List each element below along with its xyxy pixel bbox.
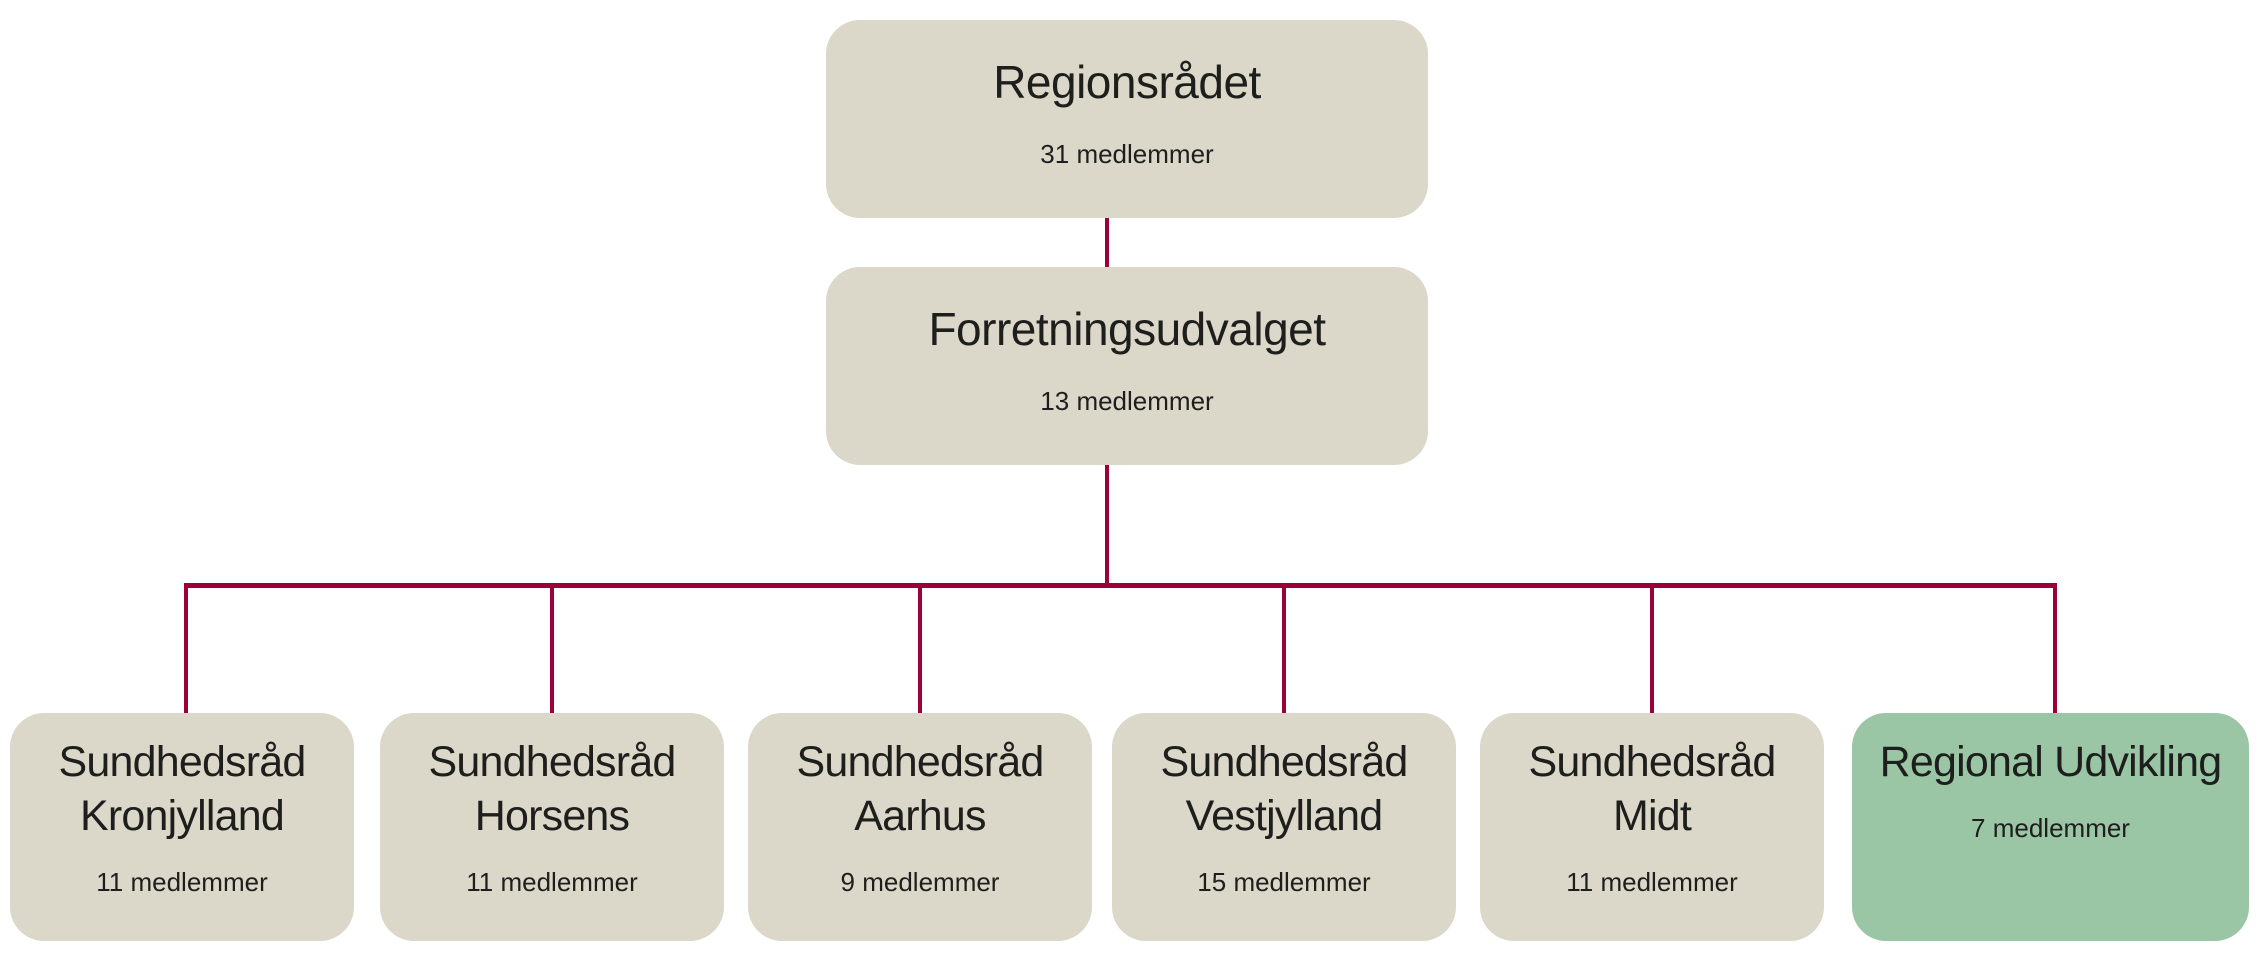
node-title-line: Sundhedsråd [1528, 738, 1776, 786]
node-title-line: Vestjylland [1185, 792, 1384, 841]
connector-drop-regional-udvikling [2053, 588, 2057, 713]
node-title-line: Sundhedsråd [58, 738, 306, 786]
org-node-regional-udvikling: Regional Udvikling 7 medlemmer [1852, 713, 2249, 941]
org-node-sundhedsraad-aarhus: Sundhedsråd Aarhus 9 medlemmer [748, 713, 1092, 941]
node-subtitle: 9 medlemmer [840, 867, 1000, 898]
node-title: Forretningsudvalget [928, 303, 1326, 355]
connector-drop-aarhus [918, 588, 922, 713]
node-subtitle: 13 medlemmer [1040, 385, 1214, 416]
connector-rail [184, 583, 2057, 588]
node-subtitle: 15 medlemmer [1197, 867, 1371, 898]
node-subtitle: 11 medlemmer [96, 867, 268, 898]
org-node-sundhedsraad-vestjylland: Sundhedsråd Vestjylland 15 medlemmer [1112, 713, 1456, 941]
connector-drop-vestjylland [1282, 588, 1286, 713]
node-subtitle: 31 medlemmer [1040, 138, 1214, 169]
connector-root-to-executive [1105, 218, 1109, 267]
node-title: Sundhedsråd Midt [1480, 735, 1824, 843]
node-title-line: Sundhedsråd [1160, 738, 1408, 786]
node-title-line: Kronjylland [80, 792, 285, 841]
connector-drop-midt [1650, 588, 1654, 713]
connector-drop-horsens [550, 588, 554, 713]
node-title-line: Regional Udvikling [1879, 738, 2223, 786]
node-title-line: Midt [1612, 792, 1692, 841]
connector-drop-kronjylland [184, 588, 188, 713]
node-title-line: Horsens [474, 792, 630, 841]
node-title: Sundhedsråd Vestjylland [1112, 735, 1456, 843]
connector-executive-trunk [1105, 465, 1109, 585]
org-node-regionsraadet: Regionsrådet 31 medlemmer [826, 20, 1428, 218]
node-title: Regional Udvikling [1852, 735, 2249, 789]
org-node-sundhedsraad-kronjylland: Sundhedsråd Kronjylland 11 medlemmer [10, 713, 354, 941]
org-node-forretningsudvalget: Forretningsudvalget 13 medlemmer [826, 267, 1428, 465]
node-title: Sundhedsråd Aarhus [748, 735, 1092, 843]
node-title: Sundhedsråd Kronjylland [10, 735, 354, 843]
node-title-line: Aarhus [854, 792, 986, 841]
org-node-sundhedsraad-midt: Sundhedsråd Midt 11 medlemmer [1480, 713, 1824, 941]
node-subtitle: 7 medlemmer [1971, 813, 2130, 844]
node-subtitle: 11 medlemmer [466, 867, 638, 898]
org-node-sundhedsraad-horsens: Sundhedsråd Horsens 11 medlemmer [380, 713, 724, 941]
node-title: Sundhedsråd Horsens [380, 735, 724, 843]
node-subtitle: 11 medlemmer [1566, 867, 1738, 898]
node-title: Regionsrådet [993, 56, 1261, 108]
node-title-line: Sundhedsråd [428, 738, 676, 786]
node-title-line: Sundhedsråd [796, 738, 1044, 786]
